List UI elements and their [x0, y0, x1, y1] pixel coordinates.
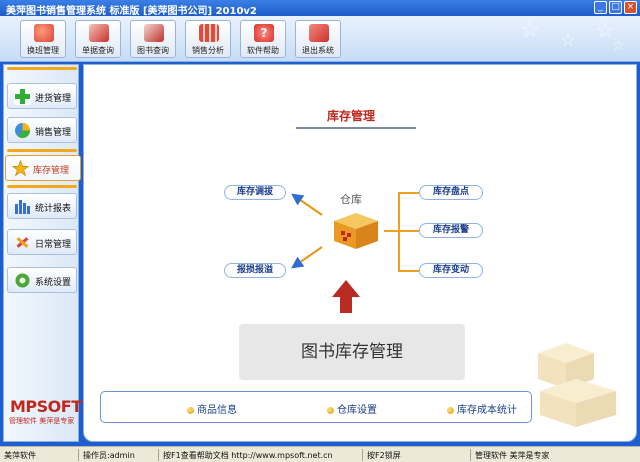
- star-decoration-icon: ☆: [612, 38, 625, 54]
- window-controls: _ □ ×: [594, 1, 637, 14]
- toolbar-label: 换班管理: [27, 46, 59, 55]
- star-decoration-icon: ☆: [560, 30, 577, 51]
- sidebar-item-label: 销售管理: [35, 128, 72, 138]
- link-label: 商品信息: [197, 405, 237, 416]
- toolbar-label: 销售分析: [192, 46, 224, 55]
- sidebar-item-sales[interactable]: 销售管理: [7, 117, 77, 143]
- gear-icon: [14, 272, 31, 289]
- sidebar-item-reports[interactable]: 统计报表: [7, 193, 77, 219]
- status-divider: [78, 449, 79, 461]
- tools-icon: [14, 234, 31, 251]
- stock-count-button[interactable]: 库存盘点: [419, 185, 483, 200]
- stock-transfer-button[interactable]: 库存调拔: [224, 185, 286, 200]
- exit-button[interactable]: 退出系统: [295, 20, 341, 58]
- toolbar: ☆ ☆ ☆ ☆ 换班管理 单据查询 图书查询 销售分析 ? 软件帮助 退出系统: [0, 16, 640, 62]
- quick-links-bar: 商品信息 仓库设置 库存成本统计: [100, 391, 532, 423]
- sidebar: 进货管理 销售管理 库存管理 统计报表 日常管理 系统设置 MPSOFT 管理软…: [3, 64, 82, 442]
- sidebar-divider: [7, 67, 77, 70]
- minimize-button[interactable]: _: [594, 1, 607, 14]
- bullet-icon: [187, 407, 194, 414]
- receipt-search-button[interactable]: 单据查询: [75, 20, 121, 58]
- maximize-button[interactable]: □: [609, 1, 622, 14]
- link-label: 库存成本统计: [457, 405, 517, 416]
- window-title: 美萍图书销售管理系统 标准版 [美萍图书公司] 2010v2: [6, 6, 257, 17]
- caption-arrow-icon: [332, 280, 360, 313]
- status-lock: 按F2锁屏: [367, 451, 401, 460]
- sidebar-item-purchase[interactable]: 进货管理: [7, 83, 77, 109]
- toolbar-label: 软件帮助: [247, 46, 279, 55]
- sidebar-divider: [7, 185, 77, 188]
- loss-arrow: [291, 246, 323, 269]
- status-divider: [470, 449, 471, 461]
- sidebar-item-label: 日常管理: [35, 240, 72, 250]
- status-help: 按F1查看帮助文档 http://www.mpsoft.net.cn: [163, 451, 333, 460]
- status-divider: [362, 449, 363, 461]
- sales-analysis-icon: [199, 24, 219, 42]
- pie-chart-icon: [14, 122, 31, 139]
- diagram-connectors: [291, 192, 419, 313]
- bar-chart-icon: [14, 198, 31, 215]
- sidebar-item-inventory[interactable]: 库存管理: [5, 155, 81, 181]
- help-icon: ?: [254, 24, 274, 42]
- shift-change-button[interactable]: 换班管理: [20, 20, 66, 58]
- stock-cost-stats-link[interactable]: 库存成本统计: [447, 401, 517, 416]
- help-button[interactable]: ? 软件帮助: [240, 20, 286, 58]
- plus-icon: [14, 88, 31, 105]
- toolbar-label: 图书查询: [137, 46, 169, 55]
- receipt-search-icon: [89, 24, 109, 42]
- link-label: 仓库设置: [337, 405, 377, 416]
- status-company: 美萍软件: [4, 451, 36, 460]
- status-slogan: 管理软件 美萍是专家: [475, 451, 550, 460]
- sidebar-item-label: 系统设置: [35, 278, 72, 288]
- product-info-link[interactable]: 商品信息: [187, 401, 237, 416]
- star-decoration-icon: ☆: [596, 18, 614, 42]
- main-panel: 库存管理 库存调拔 报损报溢 库存盘点 库存报警 库存变动 仓库 图书库存管理: [83, 64, 637, 442]
- title-underline: [296, 127, 416, 129]
- close-button[interactable]: ×: [624, 1, 637, 14]
- sidebar-item-label: 统计报表: [35, 204, 72, 214]
- warehouse-settings-link[interactable]: 仓库设置: [327, 401, 377, 416]
- bullet-icon: [327, 407, 334, 414]
- shift-change-icon: [34, 24, 54, 42]
- exit-icon: [309, 24, 329, 42]
- status-bar: 美萍软件 操作员:admin 按F1查看帮助文档 http://www.mpso…: [0, 446, 640, 462]
- sidebar-divider: [7, 149, 77, 152]
- stock-alert-button[interactable]: 库存报警: [419, 223, 483, 238]
- sidebar-item-daily[interactable]: 日常管理: [7, 229, 77, 255]
- warehouse-box-icon: [334, 213, 378, 249]
- mpsoft-logo: MPSOFT: [10, 397, 82, 416]
- warehouse-label: 仓库: [340, 193, 362, 206]
- star-icon: [11, 159, 30, 177]
- sidebar-item-label: 库存管理: [33, 166, 70, 176]
- title-bar: 美萍图书销售管理系统 标准版 [美萍图书公司] 2010v2 _ □ ×: [0, 0, 640, 17]
- loss-overflow-button[interactable]: 报损报溢: [224, 263, 286, 278]
- sidebar-item-settings[interactable]: 系统设置: [7, 267, 77, 293]
- book-search-button[interactable]: 图书查询: [130, 20, 176, 58]
- sidebar-item-label: 进货管理: [35, 94, 72, 104]
- page-title: 库存管理: [327, 109, 376, 123]
- star-decoration-icon: ☆: [520, 18, 540, 43]
- status-operator: 操作员:admin: [83, 451, 135, 460]
- bullet-icon: [447, 407, 454, 414]
- sales-analysis-button[interactable]: 销售分析: [185, 20, 231, 58]
- logo-slogan: 管理软件 美萍是专家: [9, 417, 75, 425]
- toolbar-label: 单据查询: [82, 46, 114, 55]
- toolbar-label: 退出系统: [302, 46, 334, 55]
- book-search-icon: [144, 24, 164, 42]
- transfer-arrow: [291, 193, 323, 216]
- stock-change-button[interactable]: 库存变动: [419, 263, 483, 278]
- boxes-watermark-icon: [538, 343, 616, 427]
- status-divider: [158, 449, 159, 461]
- feature-caption: 图书库存管理: [239, 324, 465, 380]
